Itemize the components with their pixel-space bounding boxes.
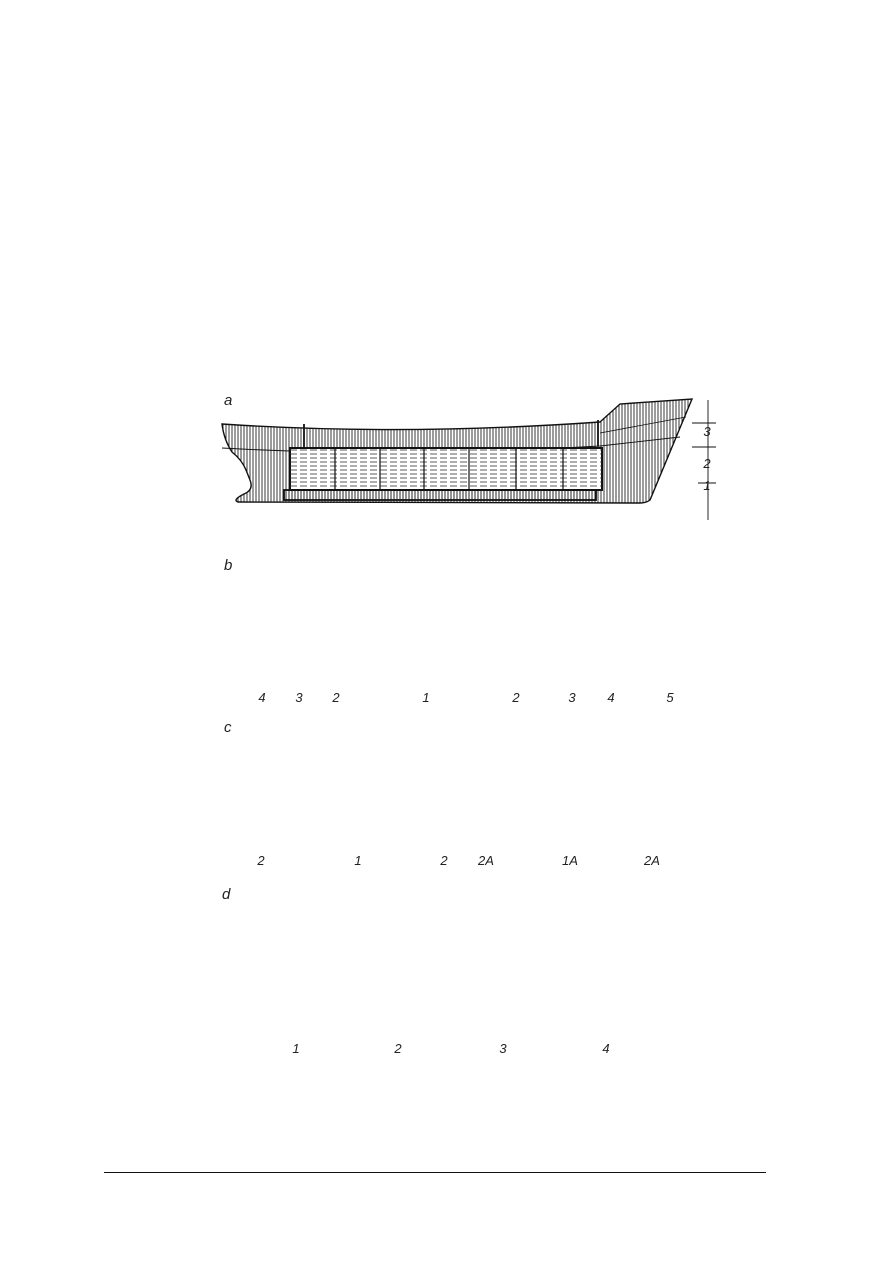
panel-d-label: d [222,886,231,903]
dim-b-4b: 4 [604,690,618,705]
dim-a-3: 3 [703,424,711,439]
dim-b-3: 3 [294,690,304,705]
dim-c-2b: 2 [437,853,451,868]
dim-d-2: 2 [389,1041,407,1056]
dim-c-2: 2 [254,853,268,868]
dim-c-1: 1 [351,853,365,868]
dim-c-2a-b: 2A [641,853,663,868]
dim-b-1: 1 [419,690,433,705]
dim-b-2b: 2 [509,690,523,705]
panel-b-label: b [224,557,233,574]
panel-a-diagram [221,398,716,520]
panel-a-label: a [224,392,233,409]
dim-d-3: 3 [494,1041,512,1056]
dim-a-1: 1 [703,478,711,493]
dim-c-2a: 2A [475,853,497,868]
dim-d-4: 4 [597,1041,615,1056]
panel-c-label: c [224,719,232,736]
dim-b-3b: 3 [565,690,579,705]
dim-b-4: 4 [255,690,269,705]
dim-b-5: 5 [663,690,677,705]
dim-d-1: 1 [287,1041,305,1056]
footer-rule [104,1172,766,1173]
dim-c-1a: 1A [559,853,581,868]
dim-a-2: 2 [703,456,711,471]
dim-b-2: 2 [329,690,343,705]
